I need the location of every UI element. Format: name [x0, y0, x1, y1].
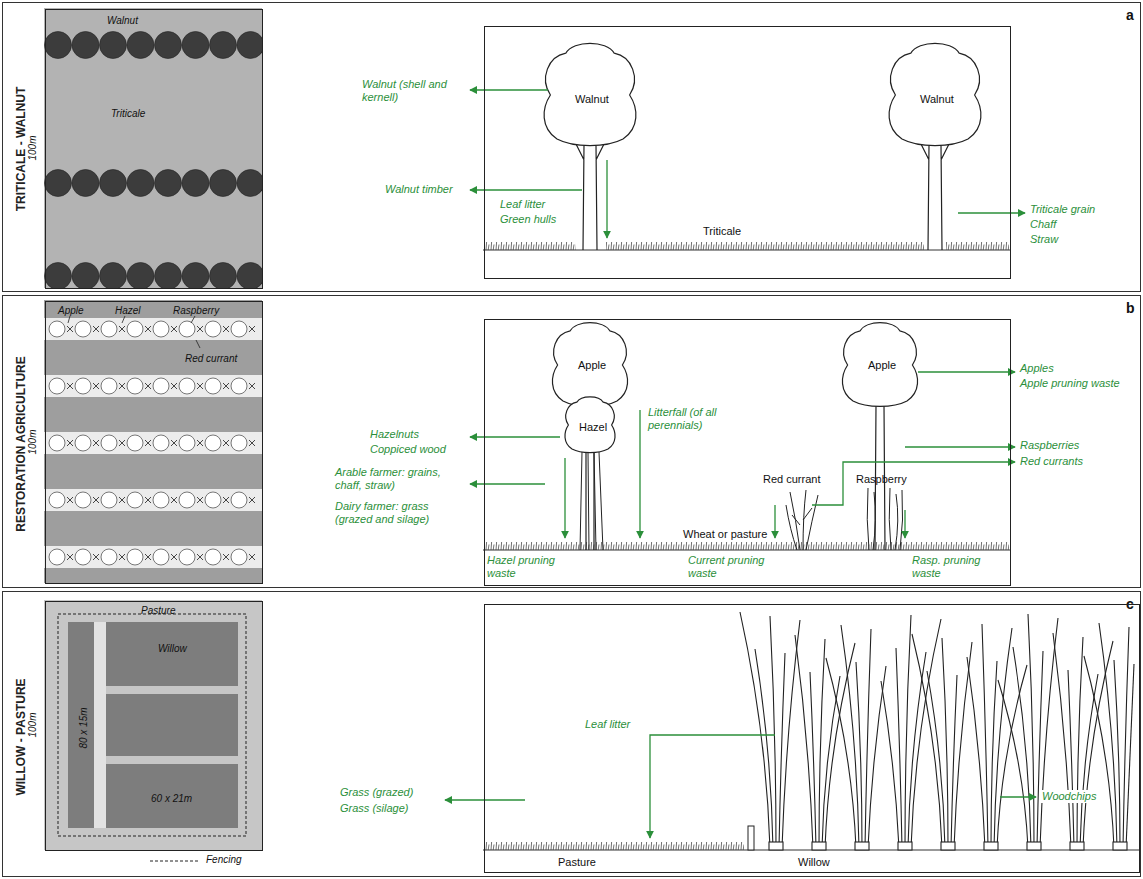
part-label: Walnut [575, 93, 609, 106]
part-label: Pasture [141, 605, 175, 617]
part-label: Red currant [185, 353, 237, 365]
flow-label: Rasp. pruning waste [912, 554, 992, 580]
part-label: Walnut [107, 15, 138, 27]
flow-label: Chaff [1030, 218, 1056, 231]
legend-text: Fencing [206, 854, 242, 866]
flow-label: Dairy farmer: grass (grazed and silage) [335, 500, 465, 526]
part-label: Willow [798, 856, 830, 869]
part-label: Raspberry [856, 473, 907, 486]
dimension-label: 100m [27, 135, 39, 160]
flow-label: Triticale grain [1030, 203, 1095, 216]
panel-heading: WILLOW - PASTURE [14, 678, 28, 795]
panel-heading: TRITICALE - WALNUT [14, 87, 28, 212]
plan-view: PastureWillow 80 x 15m 60 x 21m [45, 601, 263, 851]
panel-heading: RESTORATION AGRICULTURE [14, 356, 28, 532]
flow-label: Litterfall (of all perennials) [648, 406, 748, 432]
part-label: Triticale [703, 225, 741, 238]
flow-label: Arable farmer: grains, chaff, straw) [335, 466, 463, 492]
side-view: Pasture Willow [484, 604, 1140, 873]
part-label: 60 x 21m [151, 793, 192, 805]
legend-line-sample [150, 861, 200, 862]
panel: WILLOW - PASTUREcPastureWillow80 x 15m60… [2, 591, 1141, 877]
flow-label: Current pruning waste [688, 554, 774, 580]
part-label: 80 x 15m [78, 707, 90, 748]
dimension-label: 100m [27, 712, 39, 737]
part-label: Apple [58, 305, 84, 317]
flow-label: Walnut timber [385, 183, 453, 196]
part-label: Pasture [558, 856, 596, 869]
panel-letter: b [1126, 300, 1135, 317]
flow-label: Grass (grazed) [340, 786, 413, 799]
side-view: Walnut WalnutTriticale [484, 26, 1011, 279]
panel: RESTORATION AGRICULTUREbAppleHazelRaspbe… [2, 295, 1141, 588]
panel-letter: a [1126, 7, 1134, 24]
part-label: Raspberry [173, 305, 219, 317]
plan-view: Apple Hazel RaspberryRed currant [45, 301, 263, 584]
flow-label: Green hulls [500, 213, 556, 226]
panel: TRITICALE - WALNUTaWalnutTriticaleWalnut… [2, 2, 1141, 292]
part-label: Hazel [115, 305, 141, 317]
flow-label: Grass (silage) [340, 802, 408, 815]
flow-label: Straw [1030, 233, 1058, 246]
flow-label: Leaf litter [500, 198, 545, 211]
part-label: Apple [868, 359, 896, 372]
flow-label: Apple pruning waste [1020, 377, 1120, 390]
part-label: Hazel [579, 421, 607, 434]
flow-label: Walnut (shell and kernell) [362, 78, 462, 104]
part-label: Red currant [763, 473, 820, 486]
part-label: Apple [578, 359, 606, 372]
flow-label: Red currants [1020, 455, 1083, 468]
flow-label: Hazel pruning waste [487, 554, 563, 580]
flow-label: Leaf litter [585, 718, 630, 731]
flow-label: Raspberries [1020, 439, 1079, 452]
plan-view: WalnutTriticale [45, 9, 263, 289]
flow-label: Coppiced wood [370, 443, 446, 456]
side-view: AppleHazel AppleRed currant RaspberryWheat… [484, 319, 1011, 586]
part-label: Wheat or pasture [683, 528, 767, 541]
dimension-label: 100m [27, 429, 39, 454]
flow-label: Woodchips [1040, 790, 1098, 803]
part-label: Walnut [920, 93, 954, 106]
part-label: Willow [158, 643, 187, 655]
flow-label: Apples [1020, 362, 1054, 375]
part-label: Triticale [111, 108, 145, 120]
flow-label: Hazelnuts [370, 428, 419, 441]
